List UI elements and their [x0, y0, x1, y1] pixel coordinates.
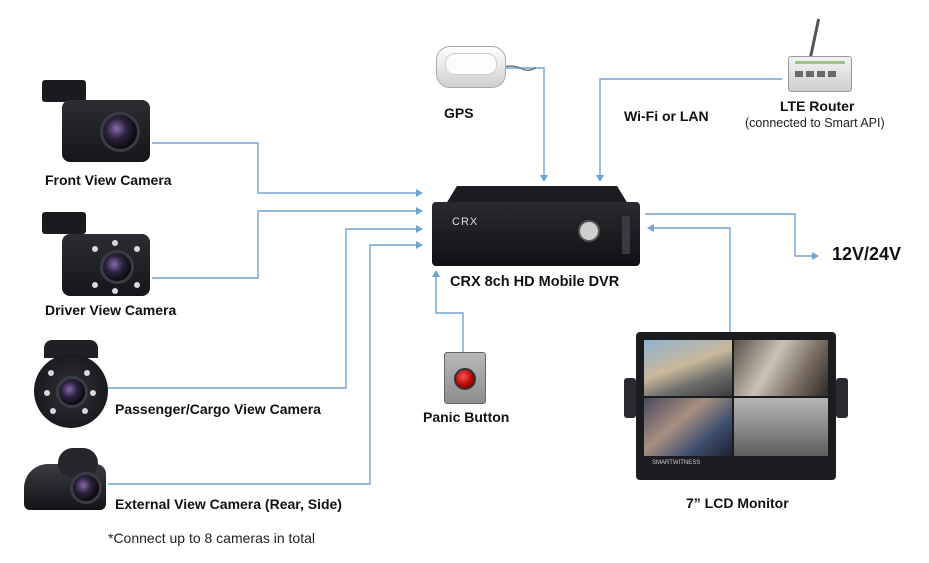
wire-power	[645, 213, 819, 260]
front-camera-label: Front View Camera	[45, 172, 172, 188]
passenger-camera-label: Passenger/Cargo View Camera	[115, 401, 321, 417]
driver-camera-label: Driver View Camera	[45, 302, 177, 318]
dvr-brand: CRX	[452, 216, 479, 228]
wire-external-camera	[108, 241, 423, 485]
monitor-brand: SMARTWITNESS	[652, 460, 701, 466]
wire-driver-camera	[152, 207, 423, 279]
lcd-monitor: SMARTWITNESS	[624, 332, 848, 484]
wire-gps	[505, 67, 548, 182]
wire-panic	[432, 270, 464, 352]
wire-passenger-camera	[108, 225, 423, 389]
lock-icon	[578, 220, 600, 242]
dvr-label: CRX 8ch HD Mobile DVR	[450, 274, 620, 290]
passenger-camera-icon	[32, 340, 110, 428]
footnote: *Connect up to 8 cameras in total	[108, 530, 316, 546]
external-camera-label: External View Camera (Rear, Side)	[115, 496, 342, 512]
panic-button-icon	[444, 352, 486, 404]
driver-camera-icon	[40, 212, 152, 296]
panic-button-label: Panic Button	[423, 409, 510, 425]
external-camera-icon	[24, 444, 110, 512]
front-camera-icon	[40, 80, 152, 162]
wire-monitor	[647, 224, 731, 332]
gps-label: GPS	[444, 105, 474, 121]
monitor-label: 7” LCD Monitor	[686, 495, 789, 511]
gps-antenna-icon	[436, 46, 506, 88]
router-icon	[788, 18, 852, 92]
power-label: 12V/24V	[832, 244, 902, 264]
wifi-lan-label: Wi-Fi or LAN	[624, 108, 709, 124]
wire-router	[596, 78, 782, 182]
dvr-unit: CRX	[432, 186, 640, 266]
wire-front-camera	[152, 142, 423, 197]
router-label: LTE Router	[780, 98, 855, 114]
router-note: (connected to Smart API)	[745, 116, 885, 130]
